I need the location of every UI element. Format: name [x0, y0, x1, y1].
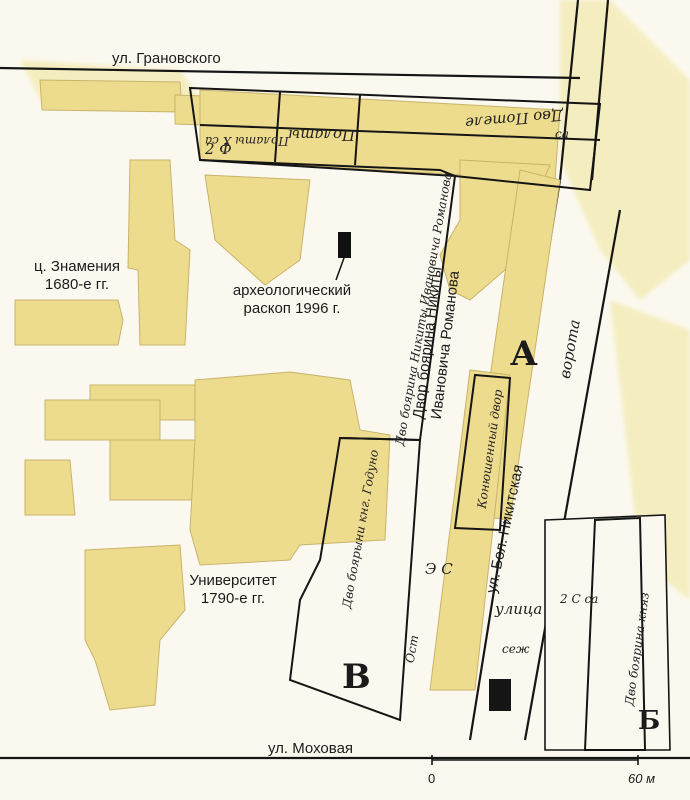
plan-gate-grid [489, 679, 511, 711]
university-building [189, 371, 391, 566]
manuscript-letter-b: В [342, 657, 371, 697]
manuscript-letter-b2: Б [638, 706, 661, 736]
manuscript-letter-a: А [510, 334, 538, 374]
excavation-label-line1: археологический [232, 282, 352, 299]
historic-plan [188, 86, 647, 751]
building-konyushenny [429, 369, 511, 691]
building-excavation-wing [204, 174, 311, 286]
building-left-mid [109, 439, 196, 501]
university-label-date: 1790-е гг. [200, 590, 266, 607]
building-vertical-block [127, 159, 191, 346]
plan-south-plot [288, 436, 422, 722]
plan-right-plot [583, 516, 647, 751]
church-building [14, 299, 124, 346]
manuscript-ulitsa: улица [495, 600, 543, 618]
scale-bar [431, 755, 639, 765]
building-top-left [39, 79, 183, 113]
church-label-name: ц. Знамения [33, 258, 121, 275]
manuscript-sazhen: сеж [502, 642, 530, 656]
scale-label-zero: 0 [428, 771, 436, 786]
university-label: Университет 1790-е гг. [178, 572, 288, 608]
modern-buildings [14, 79, 671, 751]
church-label: ц. Знамения 1680-е гг. [22, 258, 132, 294]
manuscript-misc-2: 2 Ф [205, 140, 232, 158]
manuscript-misc-1: 2 С са [560, 592, 599, 606]
building-left-small [24, 459, 76, 516]
university-annex [84, 544, 186, 711]
excavation-label: археологический раскоп 1996 г. [222, 282, 362, 318]
manuscript-misc-4: Э С [425, 560, 453, 578]
manuscript-misc-3: са [555, 127, 569, 141]
manuscript-polaty: Полаты [288, 126, 356, 144]
excavation-marker [335, 232, 351, 281]
building-left-bars-2 [44, 399, 161, 441]
street-label-granovskogo: ул. Грановского [112, 50, 221, 67]
excavation-label-line2: раскоп 1996 г. [243, 300, 341, 317]
church-label-date: 1680-е гг. [44, 276, 110, 293]
plan-konyushenny [453, 373, 512, 532]
university-label-name: Университет [189, 572, 277, 589]
building-lower-right [544, 514, 671, 751]
scale-label-end: 60 м [628, 771, 655, 786]
street-label-mokhovaya: ул. Моховая [268, 740, 354, 757]
